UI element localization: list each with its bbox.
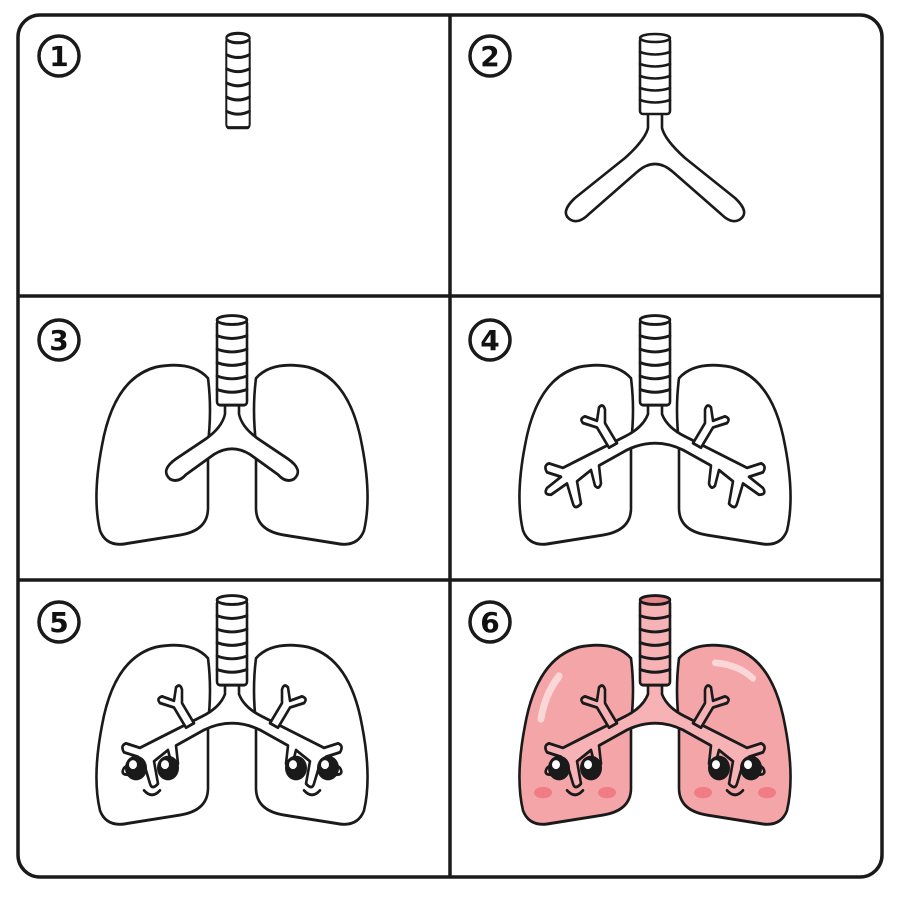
trachea-drawing <box>224 31 252 130</box>
step-badge-2: 2 <box>468 34 512 78</box>
svg-text:2: 2 <box>480 40 499 73</box>
svg-text:6: 6 <box>480 606 499 639</box>
step-badge-1: 1 <box>37 34 81 78</box>
step-badge-6: 6 <box>468 600 512 644</box>
step-badge-3: 3 <box>37 318 81 362</box>
svg-text:4: 4 <box>480 324 499 357</box>
svg-text:1: 1 <box>49 40 68 73</box>
step-panel-1: 1 <box>37 31 252 130</box>
svg-text:5: 5 <box>49 606 68 639</box>
step-panel-5: 5 <box>37 594 370 826</box>
step-panel-3: 3 <box>37 314 370 546</box>
lungs-colored-drawing <box>519 594 790 825</box>
svg-text:3: 3 <box>49 324 68 357</box>
step-panel-4: 4 <box>468 314 793 546</box>
step-badge-5: 5 <box>37 600 81 644</box>
step-badge-4: 4 <box>468 318 512 362</box>
step-panel-6: 6 <box>468 594 791 825</box>
step-panel-2: 2 <box>468 32 746 223</box>
